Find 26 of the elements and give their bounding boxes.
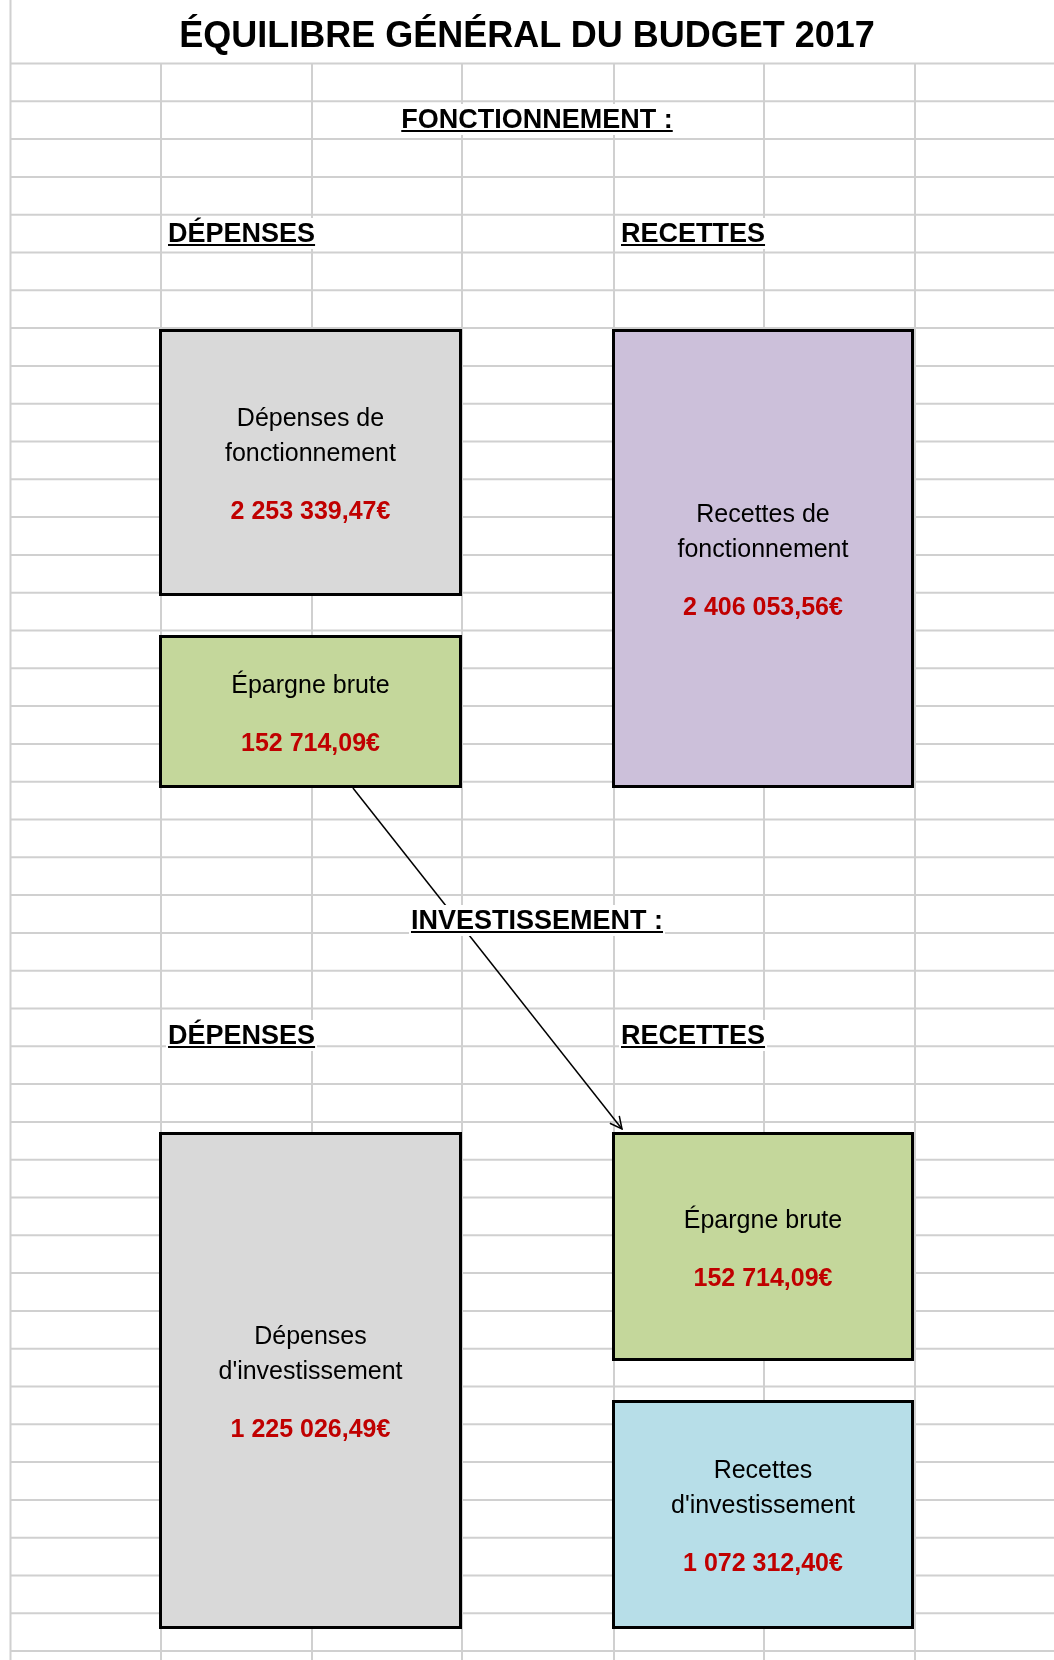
amount: 152 714,09€ bbox=[241, 727, 380, 757]
column-heading: DÉPENSES bbox=[166, 1020, 318, 1051]
box-title: Recettes de fonctionnement bbox=[676, 498, 850, 564]
box-title: Dépenses de fonctionnement bbox=[224, 402, 397, 468]
box-title: Épargne brute bbox=[230, 668, 391, 700]
amount: 2 406 053,56€ bbox=[683, 592, 843, 621]
section-heading: FONCTIONNEMENT : bbox=[399, 104, 675, 135]
budget-box bbox=[612, 329, 914, 788]
budget-box bbox=[159, 329, 462, 596]
box-title: Dépenses d'investissement bbox=[217, 1320, 404, 1386]
amount: 2 253 339,47€ bbox=[230, 496, 391, 525]
budget-box bbox=[159, 1132, 462, 1629]
budget-box bbox=[612, 1400, 914, 1629]
column-heading: RECETTES bbox=[619, 1020, 768, 1051]
amount: 1 072 312,40€ bbox=[683, 1548, 843, 1577]
column-heading: DÉPENSES bbox=[166, 218, 318, 249]
arrow bbox=[352, 787, 623, 1130]
title: ÉQUILIBRE GÉNÉRAL DU BUDGET 2017 bbox=[178, 14, 876, 56]
budget-box bbox=[612, 1132, 914, 1361]
box-title: Recettes d'investissement bbox=[670, 1454, 856, 1520]
budget-box bbox=[159, 635, 462, 788]
amount: 152 714,09€ bbox=[693, 1262, 833, 1292]
amount: 1 225 026,49€ bbox=[230, 1414, 391, 1443]
section-heading: INVESTISSEMENT : bbox=[409, 905, 665, 936]
box-title: Épargne brute bbox=[682, 1203, 844, 1235]
column-heading: RECETTES bbox=[619, 218, 768, 249]
